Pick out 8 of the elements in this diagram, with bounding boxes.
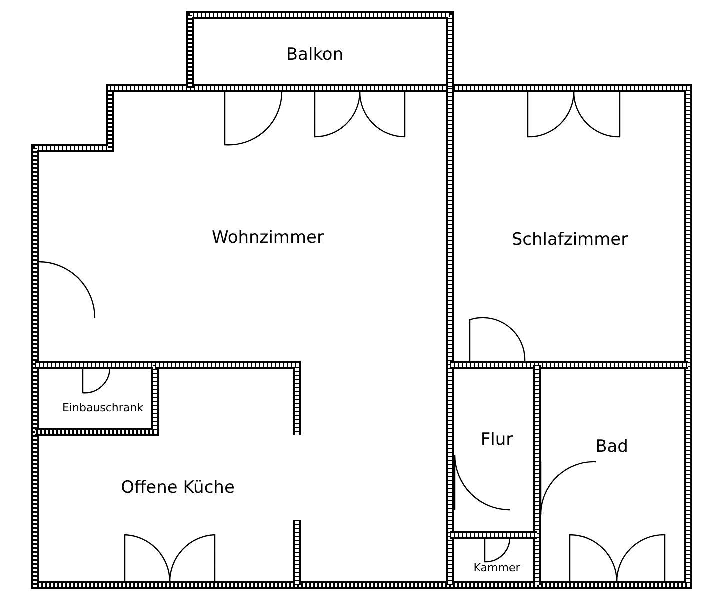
room-label: Schlafzimmer <box>512 230 628 250</box>
room-label: Wohnzimmer <box>212 228 324 248</box>
room-label: Balkon <box>286 45 344 65</box>
room-label: Offene Küche <box>121 478 235 498</box>
room-label: Einbauschrank <box>62 402 144 414</box>
room-label: Kammer <box>474 562 520 574</box>
room-label: Flur <box>480 430 514 450</box>
room-label: Bad <box>596 437 628 457</box>
